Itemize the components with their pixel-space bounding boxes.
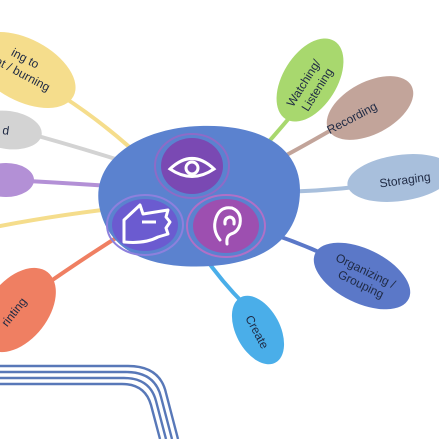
central-hub [98,125,300,267]
stripe-3 [0,376,168,439]
eye-ring [154,133,230,199]
eye-symbol [154,133,230,199]
leaf-purple [0,163,34,197]
hand-symbol [106,194,184,256]
stripe-1 [0,364,180,439]
eye-background [161,138,223,194]
ear-icon [213,206,242,246]
leaf-text-grey-0: d [2,123,11,138]
create-leaf-shape [231,295,285,365]
leaf-grey: d [0,110,42,150]
hand-icon [122,203,172,244]
ear-background [193,199,259,253]
purple-leaf-leaf-shape [0,163,34,197]
ear-symbol [186,194,266,258]
ear-ring [186,194,266,258]
leaf-create: Create [231,295,285,365]
recording-leaf-shape [326,76,414,140]
leaf-watching-listening: Watching/ Listening [276,38,344,122]
leaf-storaging: Storaging [347,154,439,202]
stripe-4 [0,382,162,439]
yellow-leaf-leaf-shape [0,32,76,108]
stripe-2 [0,370,174,439]
storaging-leaf-shape [347,154,439,202]
decorative-stripes [0,364,180,439]
eye-icon [167,157,217,178]
leaf-printing: rinting [0,267,56,353]
leaf-recording: Recording [325,76,414,140]
leaf-yellow: ing to hat / burning [0,32,76,108]
hand-ring [106,194,184,256]
svg-text:d: d [2,123,11,138]
leaf-organizing-grouping: Organizing / Grouping [313,242,411,310]
grey-leaf-leaf-shape [0,110,42,150]
printing-leaf-shape [0,267,56,353]
organizing-grouping-leaf-shape [313,242,411,310]
watching-listening-leaf-shape [276,38,344,122]
